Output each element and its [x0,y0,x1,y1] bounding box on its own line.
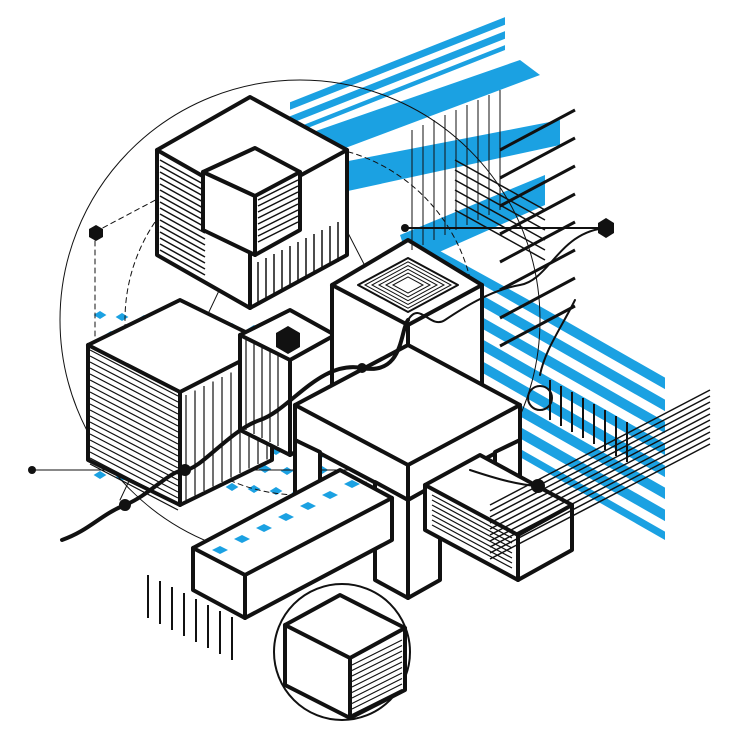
circled-cube [273,583,411,721]
vertical-line-groups [411,90,628,462]
node-right [598,218,614,238]
box-left-tall [86,298,274,511]
beam-front [191,468,394,620]
cube-inner-small [201,146,302,257]
tick-lines-bottom-left [147,575,233,660]
node-left [89,225,103,241]
node-large [276,326,300,354]
nodes [28,218,614,511]
